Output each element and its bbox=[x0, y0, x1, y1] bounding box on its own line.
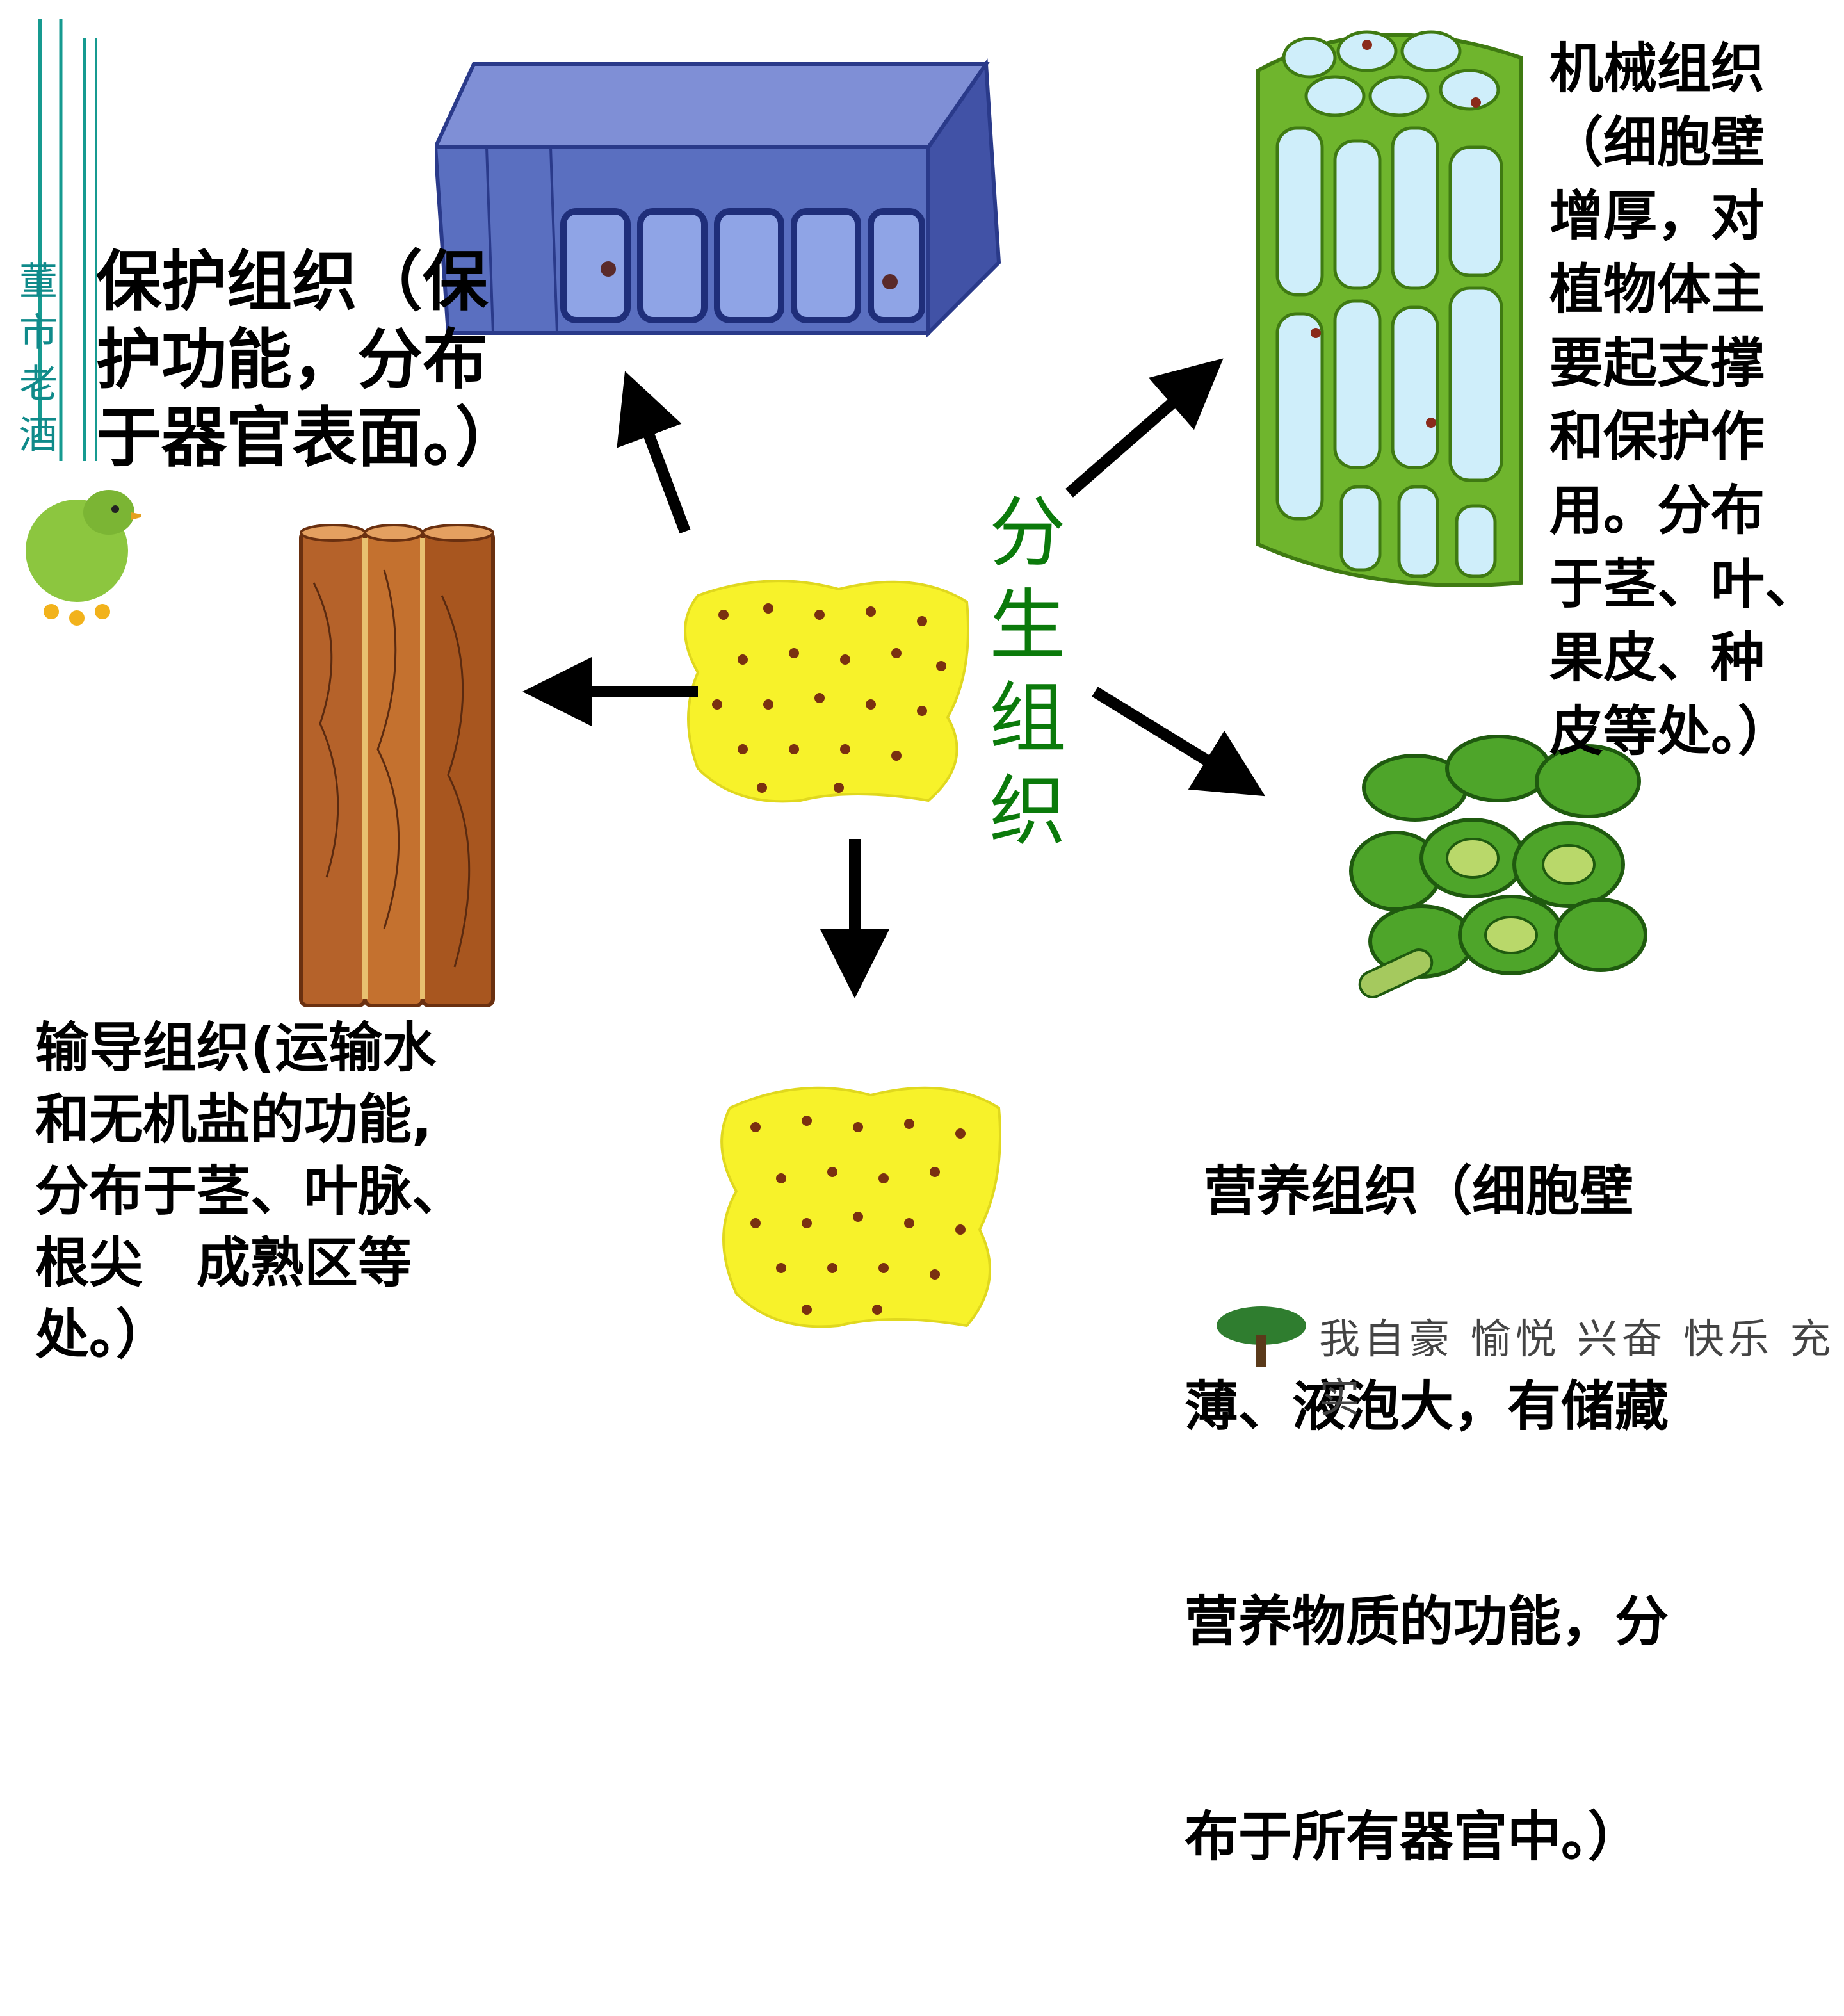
arrows bbox=[522, 358, 1266, 998]
mechanical-tissue-image bbox=[1256, 30, 1523, 587]
conductive-tissue-image bbox=[299, 524, 495, 1007]
slide: 董 市 老 酒 bbox=[19, 19, 1831, 1868]
protective-tissue-text: 保护组织（保 护功能，分布 于器官表面。） bbox=[96, 244, 521, 476]
nutritive-tissue-text: 营养组织（细胞壁 薄、液泡大，有储藏 营养物质的功能，分 布于所有器官中。） bbox=[1185, 1160, 1669, 1868]
motto-text: 我自豪 愉悦 兴奋 快乐 充实 bbox=[1319, 1316, 1835, 1422]
meristem-tissue-copy-image bbox=[720, 1086, 1001, 1328]
meristem-label: 分 生 组 织 bbox=[989, 489, 1066, 856]
arrow-to-protective bbox=[617, 371, 691, 534]
nutritive-tissue-image bbox=[1349, 735, 1647, 998]
protective-tissue-image bbox=[435, 58, 1001, 338]
mechanical-tissue-text: 机械组织 （细胞壁 增厚，对 植物体主 要起支撑 和保护作 用。分布 于茎、叶、… bbox=[1549, 37, 1819, 763]
decorative-border bbox=[38, 19, 97, 461]
meristem-tissue-image bbox=[684, 580, 969, 803]
arrow-to-mechanical bbox=[1065, 358, 1224, 498]
conductive-tissue-text: 输导组织(运输水 和无机盐的功能, 分布于茎、叶脉、 根尖 成熟区等 处。） bbox=[35, 1016, 466, 1366]
bird-icon bbox=[26, 490, 141, 626]
decorative-vertical-text: 董 市 老 酒 bbox=[19, 259, 58, 458]
arrow-to-nutritive bbox=[1092, 687, 1266, 797]
tree-icon bbox=[1217, 1306, 1306, 1367]
